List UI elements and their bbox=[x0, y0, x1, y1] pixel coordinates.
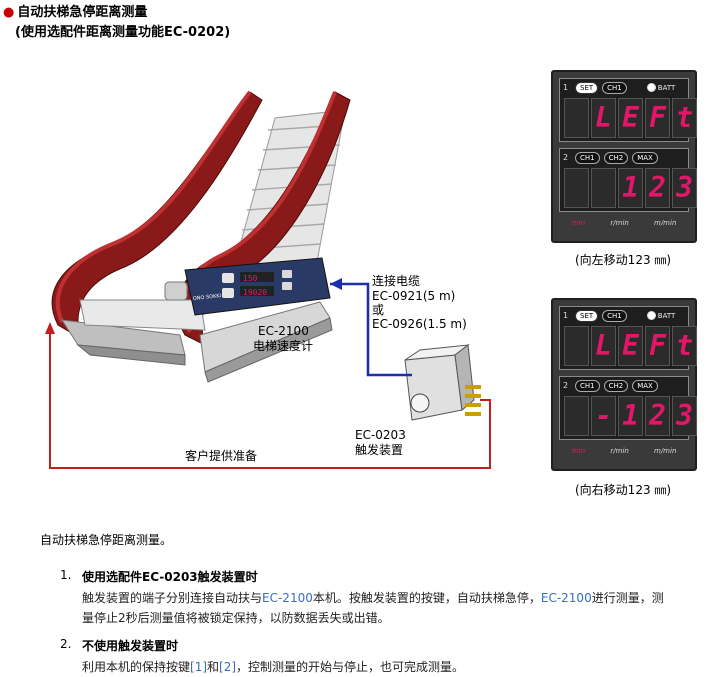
digit: 3 bbox=[672, 168, 697, 208]
panel-caption-right: (向右移动123 ㎜) bbox=[575, 483, 672, 497]
set-button: SET bbox=[575, 81, 599, 94]
row-number: 1 bbox=[563, 83, 569, 92]
item-number: 1. bbox=[60, 568, 72, 582]
max-button: MAX bbox=[632, 151, 658, 164]
heading: ●自动扶梯急停距离测量 (使用选配件距离测量功能EC-0202) bbox=[3, 3, 230, 43]
escalator-diagram: 150 19020 ONO SOKKI bbox=[45, 90, 491, 469]
display-row-2: 2 CH1 CH2 MAX - 1 2 3 bbox=[559, 376, 697, 440]
cable-arrow-icon bbox=[330, 278, 342, 290]
ch1-button: CH1 bbox=[602, 309, 627, 322]
display-row-1: 1 SET CH1 BATT L E F t bbox=[559, 78, 697, 142]
row-number: 1 bbox=[563, 311, 569, 320]
unit-rmin: r/min bbox=[610, 447, 629, 455]
bullet-icon: ● bbox=[3, 5, 15, 20]
panel-caption-left: (向左移动123 ㎜) bbox=[575, 253, 672, 267]
meter-readout-top: 150 bbox=[243, 274, 258, 283]
digit: 1 bbox=[618, 168, 643, 208]
unit-rmin: r/min bbox=[610, 219, 629, 227]
digit: E bbox=[618, 326, 643, 366]
cable-red bbox=[49, 326, 491, 469]
display-row-2: 2 CH1 CH2 MAX 1 2 3 bbox=[559, 148, 697, 212]
meter-model-label: EC-2100 bbox=[258, 324, 309, 338]
ec2100-meter: 150 19020 ONO SOKKI bbox=[164, 257, 331, 316]
item-title: 使用选配件EC-0203触发装置时 bbox=[82, 570, 258, 584]
display-row-1: 1 SET CH1 BATT L E F t bbox=[559, 306, 697, 370]
trigger-model-label: EC-0203 bbox=[355, 428, 406, 442]
digit: 3 bbox=[672, 396, 697, 436]
digit: F bbox=[645, 326, 670, 366]
trigger-name-label: 触发装置 bbox=[355, 443, 404, 457]
wire-arrow-icon bbox=[45, 322, 55, 334]
digit: 1 bbox=[618, 396, 643, 436]
batt-indicator: BATT bbox=[646, 311, 675, 320]
item-description: 利用本机的保持按键[1]和[2]，控制测量的开始与停止，也可完成测量。 bbox=[82, 660, 465, 674]
digit bbox=[591, 168, 616, 208]
digit: 2 bbox=[645, 168, 670, 208]
item-description: 触发装置的端子分别连接自动扶与EC-2100本机。按触发装置的按键，自动扶梯急停… bbox=[82, 591, 664, 625]
batt-indicator: BATT bbox=[646, 83, 675, 92]
digit bbox=[564, 326, 589, 366]
customer-label: 客户提供准备 bbox=[185, 449, 258, 463]
row-number: 2 bbox=[563, 381, 569, 390]
unit-mmin: m/min bbox=[654, 219, 677, 227]
meter-name-label: 电梯速度计 bbox=[253, 339, 314, 353]
digit: E bbox=[618, 98, 643, 138]
unit-mm: mm bbox=[571, 447, 586, 455]
digit: L bbox=[591, 98, 616, 138]
cable-option-1: EC-0921(5 m) bbox=[372, 289, 456, 303]
ch2-button: CH2 bbox=[603, 151, 629, 164]
digit bbox=[564, 98, 589, 138]
set-button: SET bbox=[575, 309, 599, 322]
digit bbox=[564, 396, 589, 436]
cable-or: 或 bbox=[372, 303, 385, 317]
digit: t bbox=[672, 326, 697, 366]
digit: t bbox=[672, 98, 697, 138]
units-bar: mm r/min m/min bbox=[559, 442, 689, 460]
digit: F bbox=[645, 98, 670, 138]
ch1-button: CH1 bbox=[575, 379, 600, 392]
cable-label: 连接电缆 bbox=[372, 274, 421, 288]
digit bbox=[564, 168, 589, 208]
intro-text: 自动扶梯急停距离测量。 bbox=[40, 533, 173, 547]
display-panel-left: 1 SET CH1 BATT L E F t 2 CH1 CH2 MAX 1 2… bbox=[551, 70, 697, 243]
ec0203-trigger bbox=[404, 344, 481, 421]
units-bar: mm r/min m/min bbox=[559, 214, 689, 232]
item-number: 2. bbox=[60, 637, 72, 651]
cable-blue bbox=[330, 282, 412, 377]
cable-option-2: EC-0926(1.5 m) bbox=[372, 317, 467, 331]
ch1-button: CH1 bbox=[575, 151, 600, 164]
battery-icon bbox=[646, 83, 656, 92]
meter-readout-bottom: 19020 bbox=[243, 288, 267, 297]
ch1-button: CH1 bbox=[602, 81, 627, 94]
digit: - bbox=[591, 396, 616, 436]
unit-mmin: m/min bbox=[654, 447, 677, 455]
page-title: 自动扶梯急停距离测量 bbox=[17, 5, 148, 20]
escalator-base bbox=[61, 299, 333, 383]
row-number: 2 bbox=[563, 153, 569, 162]
page-subtitle: (使用选配件距离测量功能EC-0202) bbox=[15, 25, 231, 40]
meter-brand: ONO SOKKI bbox=[193, 293, 222, 302]
digit: L bbox=[591, 326, 616, 366]
battery-icon bbox=[646, 311, 656, 320]
ch2-button: CH2 bbox=[603, 379, 629, 392]
digit: 2 bbox=[645, 396, 670, 436]
unit-mm: mm bbox=[571, 219, 586, 227]
display-panel-right: 1 SET CH1 BATT L E F t 2 CH1 CH2 MAX - 1… bbox=[551, 298, 697, 471]
item-title: 不使用触发装置时 bbox=[82, 639, 179, 653]
max-button: MAX bbox=[632, 379, 658, 392]
